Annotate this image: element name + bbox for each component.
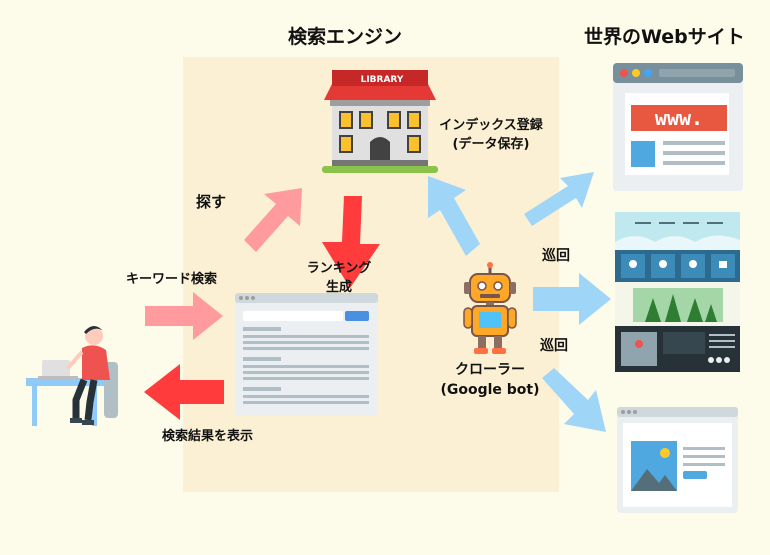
crawler-label-line2: (Google bot) (440, 382, 540, 399)
crawl-arrow-middle (533, 273, 611, 325)
library-building-icon (322, 70, 438, 173)
search-label: 探す (196, 193, 227, 211)
www-text: www. (654, 106, 704, 130)
crawl-label-bottom: 巡回 (540, 338, 568, 354)
search-arrow (244, 188, 302, 252)
keyword-arrow (145, 292, 223, 340)
show-results-label: 検索結果を表示 (162, 429, 254, 444)
library-sign: LIBRARY (360, 75, 404, 85)
results-arrow (144, 364, 224, 420)
robot-crawler-icon (463, 262, 517, 354)
index-label: インデックス登録 (データ保存) (432, 117, 550, 155)
crawler-label-line1: クローラー (455, 362, 525, 378)
keyword-search-label: キーワード検索 (126, 272, 218, 287)
results-page-icon (235, 293, 378, 416)
website-layout-icon (615, 212, 740, 372)
crawl-arrow-top (524, 172, 594, 226)
crawl-label-top: 巡回 (542, 248, 570, 264)
crawl-arrow-bottom (542, 368, 606, 432)
ranking-label: ランキング 生成 (294, 260, 384, 298)
user-at-laptop-icon (26, 326, 118, 426)
browser-image-icon (617, 407, 738, 513)
crawler-label: クローラー (Google bot) (430, 360, 550, 401)
search-engine-title: 検索エンジン (288, 26, 403, 48)
world-websites-title: 世界のWebサイト (584, 26, 745, 48)
browser-www-icon (613, 63, 743, 191)
index-label-line1: インデックス登録 (439, 118, 543, 133)
index-label-line2: (データ保存) (452, 136, 530, 152)
ranking-label-line2: 生成 (325, 279, 352, 295)
ranking-label-line1: ランキング (306, 261, 372, 276)
index-arrow (428, 176, 480, 256)
ranking-arrow (322, 196, 380, 288)
